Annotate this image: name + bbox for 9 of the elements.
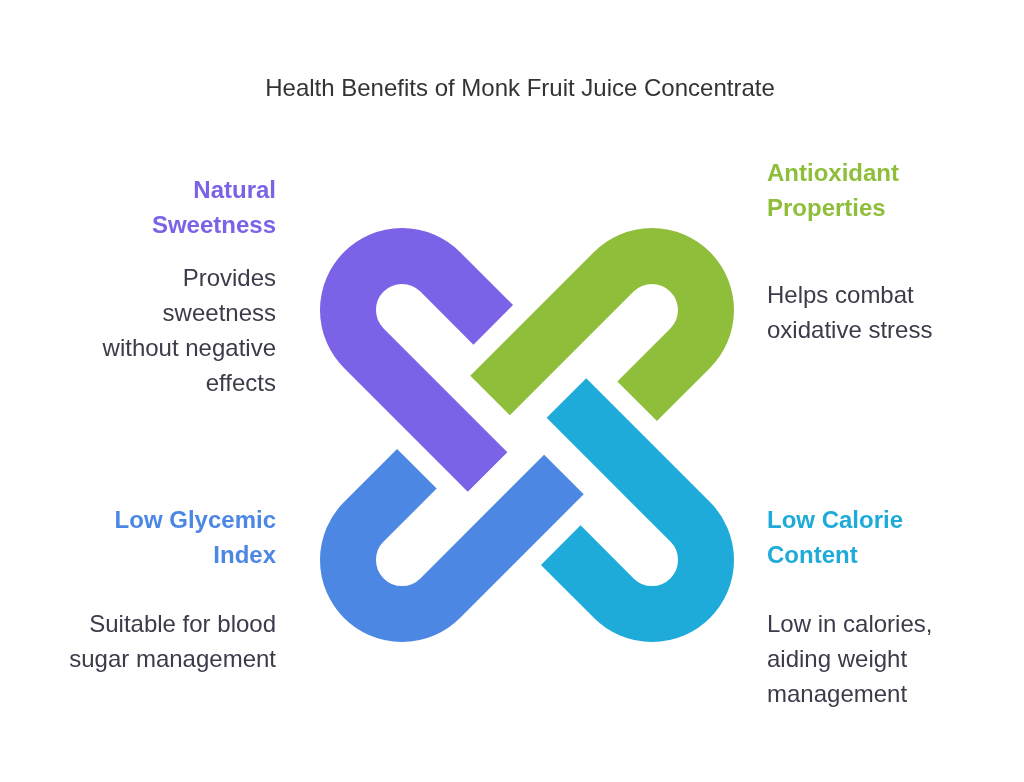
benefit-description: Suitable for blood sugar management (68, 609, 276, 674)
benefit-heading: Low Glycemic Index (113, 505, 276, 570)
benefit-description: Low in calories, aiding weight management (767, 609, 934, 709)
diagram-title: Health Benefits of Monk Fruit Juice Concentrate (264, 73, 776, 103)
benefit-heading: Antioxidant Properties (767, 158, 900, 223)
benefit-heading: Low Calorie Content (767, 505, 905, 570)
benefit-heading: Natural Sweetness (150, 175, 276, 240)
benefit-description: Provides sweetness without negative effects (101, 263, 276, 398)
benefit-description: Helps combat oxidative stress (767, 280, 934, 345)
